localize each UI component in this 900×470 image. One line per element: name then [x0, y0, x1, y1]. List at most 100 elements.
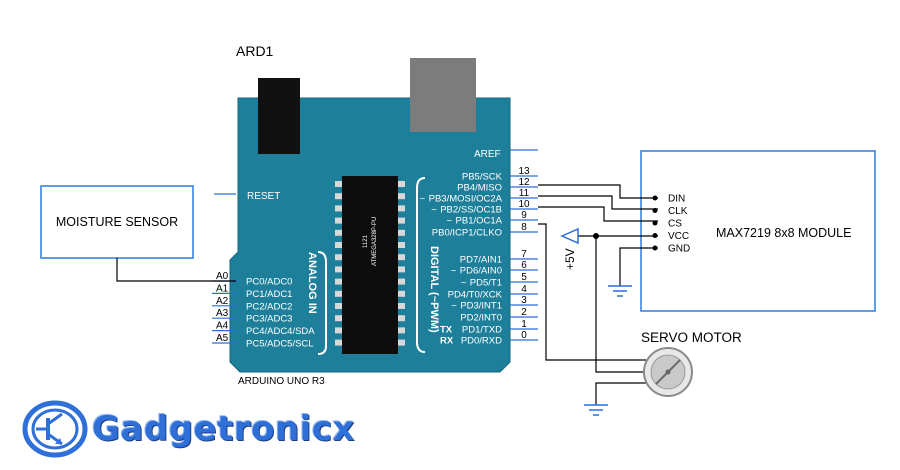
- digital-pin-label: PD1/TXD: [462, 325, 502, 336]
- chip-pin: [335, 181, 342, 187]
- digital-pin-label: PB5/SCK: [462, 172, 503, 183]
- chip-pin: [335, 205, 342, 212]
- module-pin-dot: [652, 220, 658, 226]
- chip-pin: [398, 339, 405, 346]
- chip-pin: [398, 266, 405, 273]
- digital-pin-label: PD6/AIN0: [460, 266, 502, 277]
- chip-ref: 1121: [363, 234, 369, 248]
- max7219-box: [640, 150, 876, 312]
- wire-sensor-a0: [116, 258, 236, 282]
- digital-pin-label: PB1/OC1A: [456, 216, 503, 227]
- wire-d10-cs: [538, 206, 658, 222]
- digital-pin-label: PB0/ICP1/CLKO: [432, 228, 502, 239]
- wire-gnd-servo: [595, 382, 638, 405]
- analog-pin-label: PC5/ADC5/SCL: [246, 339, 314, 350]
- digital-pin-number: 9: [521, 210, 527, 221]
- wire-5v-servo: [595, 236, 638, 373]
- analog-pin-number: A4: [216, 321, 229, 332]
- digital-pin-label: PB2/SS/OC1B: [440, 205, 502, 216]
- digital-pin-number: 5: [521, 272, 527, 283]
- transistor-logo-icon: [22, 400, 88, 458]
- chip-pins-right: [398, 181, 405, 346]
- chip-pin: [398, 254, 405, 261]
- aref-label: AREF: [474, 149, 501, 160]
- chip-pin: [335, 254, 342, 261]
- chip-pin: [335, 303, 342, 309]
- moisture-sensor-label: MOISTURE SENSOR: [56, 215, 178, 229]
- chip-pin: [398, 181, 405, 187]
- pwm-marker: ~: [451, 301, 457, 312]
- digital-pin-number: 3: [521, 295, 527, 306]
- analog-pin-label: PC2/ADC2: [246, 301, 292, 312]
- chip-pin: [398, 229, 405, 236]
- digital-pin-label: PB4/MISO: [457, 183, 502, 194]
- wire-gnd-module: [619, 247, 658, 286]
- module-pin-label: CS: [668, 219, 682, 230]
- digital-pin-number: 2: [521, 307, 527, 318]
- digital-pin-label: PD7/AIN1: [460, 255, 502, 266]
- chip-pin: [335, 327, 342, 334]
- usb-connector: [410, 58, 476, 132]
- servo-label: SERVO MOTOR: [641, 330, 742, 345]
- power-label: +5V: [563, 248, 577, 270]
- chip-body: [342, 176, 398, 354]
- module-pin-label: VCC: [668, 231, 689, 242]
- digital-pin-number: 13: [518, 166, 530, 177]
- chip-pin: [335, 266, 342, 273]
- max7219-label: MAX7219 8x8 MODULE: [716, 226, 851, 240]
- module-pin-label: CLK: [668, 206, 688, 217]
- wires: [116, 184, 658, 405]
- wire-d12-din: [538, 184, 658, 199]
- digital-pin-number: 0: [521, 330, 527, 341]
- pwm-marker: ~: [431, 205, 437, 216]
- chip-pin: [335, 315, 342, 322]
- analog-pin-label: PC4/ADC4/SDA: [246, 326, 315, 337]
- digital-pin-number: 11: [519, 188, 530, 199]
- analog-pin-number: A5: [216, 333, 229, 344]
- wire-d9-servo: [538, 223, 638, 361]
- ground-icon: [608, 285, 632, 297]
- digital-pin-label: PD5/T1: [470, 278, 502, 289]
- servo-motor: SERVO MOTOR: [638, 330, 742, 397]
- analog-pin-number: A2: [216, 296, 229, 307]
- chip-pin: [398, 290, 405, 297]
- chip-pin: [398, 278, 405, 285]
- digital-pin-prefix: RX: [440, 336, 454, 347]
- digital-pin-number: 6: [521, 260, 527, 271]
- digital-pin-number: 12: [518, 177, 530, 188]
- moisture-sensor: MOISTURE SENSOR: [40, 185, 194, 259]
- digital-pin-number: 4: [521, 284, 527, 295]
- power-jack: [258, 78, 300, 154]
- chip-pin: [398, 205, 405, 212]
- pwm-marker: ~: [461, 278, 467, 289]
- chip-pin: [398, 303, 405, 309]
- power-5v: +5V: [560, 227, 579, 270]
- pwm-marker: ~: [451, 266, 457, 277]
- analog-pin-label: PC0/ADC0: [246, 277, 292, 288]
- digital-pin-prefix: TX: [440, 325, 453, 336]
- analog-pin-label: PC3/ADC3: [246, 314, 292, 325]
- arduino-model: ARDUINO UNO R3: [238, 376, 325, 387]
- digital-pin-label: PD0/RXD: [461, 336, 502, 347]
- digital-pin-number: 7: [521, 249, 527, 260]
- vcc-junction: [593, 233, 599, 239]
- digital-pin-label: PD4/T0/XCK: [448, 290, 503, 301]
- brand: Gadgetronicx: [22, 398, 355, 460]
- digital-pin-number: 8: [521, 222, 527, 233]
- brand-name: Gadgetronicx: [92, 409, 355, 449]
- chip-pins-left: [335, 181, 342, 346]
- analog-pin-number: A0: [216, 271, 229, 282]
- analog-pin-label: PC1/ADC1: [246, 289, 292, 300]
- chip-pin: [335, 290, 342, 297]
- chip-pin: [335, 229, 342, 236]
- reset-label: RESET: [247, 191, 280, 202]
- pwm-marker: ~: [420, 194, 426, 205]
- digital-pin-number: 1: [521, 319, 527, 330]
- module-pin-label: DIN: [668, 194, 685, 205]
- module-pin-label: GND: [668, 244, 690, 255]
- wire-d11-clk: [538, 195, 658, 210]
